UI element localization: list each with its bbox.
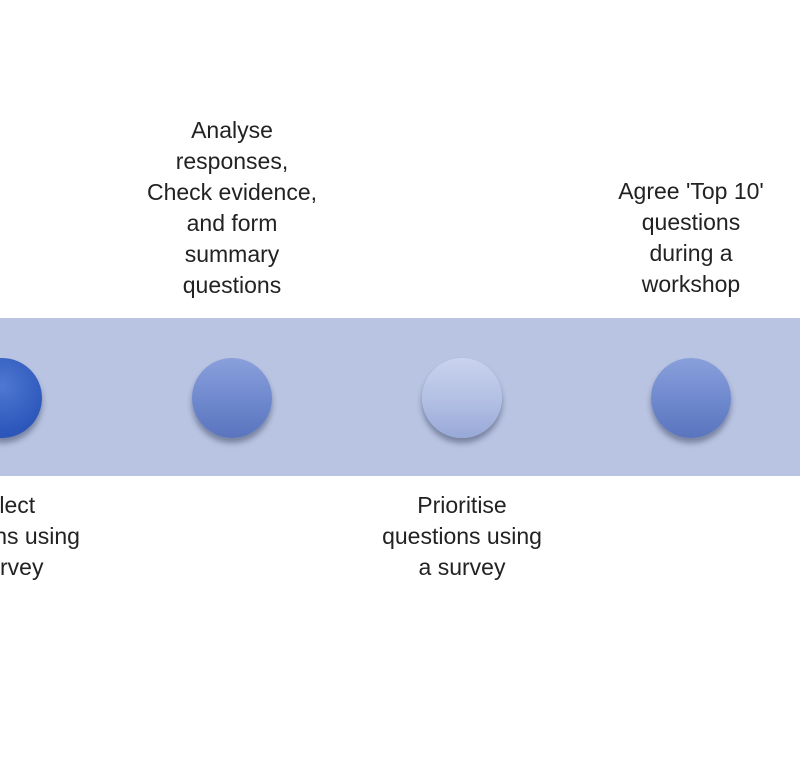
- step-2-label-line: and form: [186, 210, 278, 236]
- step-3-label-line: questions using: [382, 523, 542, 549]
- step-1-label-line: Collect: [0, 492, 36, 518]
- step-3-label: Prioritise questions using a survey: [352, 490, 572, 583]
- step-1-label: Collect questions using a survey: [0, 490, 110, 583]
- step-1-label-line: a survey: [0, 554, 44, 580]
- step-1-label-line: questions using: [0, 523, 80, 549]
- step-4-label-line: questions: [641, 209, 741, 235]
- step-3-label-line: Prioritise: [417, 492, 507, 518]
- step-4-label-line: during a: [649, 240, 733, 266]
- step-2-label: Analyse responses, Check evidence, and f…: [122, 115, 342, 301]
- step-4-node: [651, 358, 731, 438]
- step-4-label: Agree 'Top 10' questions during a worksh…: [581, 176, 800, 300]
- step-4-label-line: Agree 'Top 10': [618, 178, 764, 204]
- step-4-label-line: workshop: [641, 271, 741, 297]
- step-2-node: [192, 358, 272, 438]
- step-2-label-line: Check evidence,: [146, 179, 318, 205]
- step-3-label-line: a survey: [418, 554, 506, 580]
- step-2-label-line: questions: [182, 272, 282, 298]
- step-3-node: [422, 358, 502, 438]
- step-2-label-line: Analyse: [191, 117, 273, 143]
- step-2-label-line: summary: [184, 241, 280, 267]
- step-2-label-line: responses,: [175, 148, 289, 174]
